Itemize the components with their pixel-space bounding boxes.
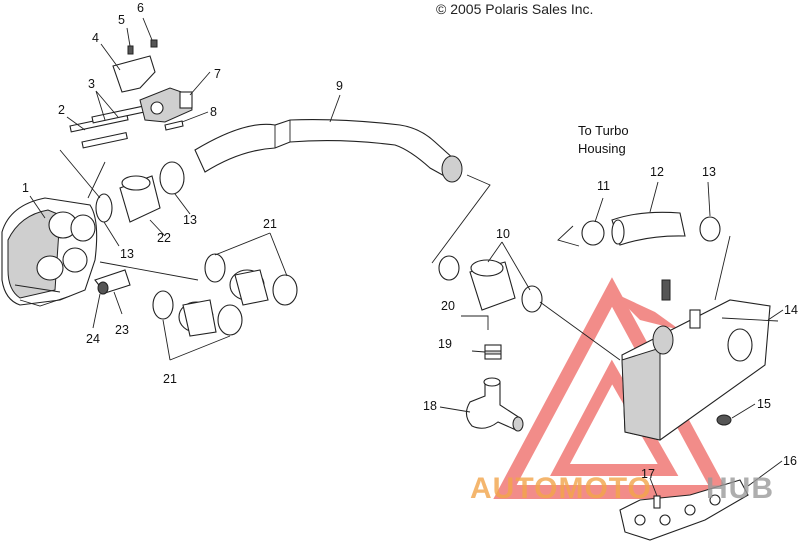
callout-14: 14 (784, 303, 798, 317)
callout-17: 17 (641, 467, 655, 481)
clamp (699, 216, 721, 242)
callout-11: 11 (597, 179, 610, 193)
hose-coupler (469, 259, 516, 311)
clamp (521, 285, 543, 313)
callout-4: 4 (92, 31, 99, 45)
grommet (716, 414, 732, 426)
turbo-note-line2: Housing (578, 141, 626, 156)
callout-2: 2 (58, 103, 65, 117)
rods (69, 104, 148, 149)
callout-9: 9 (336, 79, 343, 93)
callout-13-mid: 13 (183, 213, 197, 227)
callout-23: 23 (115, 323, 129, 337)
callout-21-lower: 21 (163, 372, 177, 386)
callout-7: 7 (214, 67, 221, 81)
mount-bracket (619, 479, 749, 541)
clamp (581, 220, 605, 246)
screw (150, 39, 158, 48)
hose-clamp (484, 344, 502, 360)
bolt (653, 495, 661, 509)
callout-24: 24 (86, 332, 100, 346)
coupler-group-upper (204, 253, 298, 306)
callout-12: 12 (650, 165, 664, 179)
callout-15: 15 (757, 397, 771, 411)
clamp (95, 193, 113, 223)
airbox (1, 197, 98, 307)
callout-16: 16 (783, 454, 797, 468)
sleeve (119, 175, 161, 223)
callout-1: 1 (22, 181, 29, 195)
bracket (112, 55, 156, 93)
turbo-note-line1: To Turbo (578, 123, 629, 138)
callout-8: 8 (210, 105, 217, 119)
clamp (159, 161, 185, 195)
intake-tube (194, 119, 463, 183)
sensor-bracket (94, 269, 131, 295)
callout-13-right: 13 (702, 165, 716, 179)
callout-13-left: 13 (120, 247, 134, 261)
callout-5: 5 (118, 13, 125, 27)
callout-3: 3 (88, 77, 95, 91)
coupler-group-lower (152, 290, 243, 337)
callout-labels: 1 2 3 4 5 6 7 8 9 10 11 12 13 13 13 14 1… (22, 1, 798, 481)
watermark-part2: HUB (706, 472, 774, 505)
screw (127, 45, 134, 55)
callout-22: 22 (157, 231, 171, 245)
watermark-text: AUTOMOTO HUB (470, 472, 774, 505)
intercooler (621, 279, 771, 441)
leader-lines (29, 17, 784, 497)
callout-10: 10 (496, 227, 510, 241)
watermark-part1: AUTOMOTO (470, 472, 652, 505)
copyright-notice: © 2005 Polaris Sales Inc. (436, 1, 594, 17)
screw (164, 120, 184, 131)
callout-18: 18 (423, 399, 437, 413)
valve (139, 87, 193, 123)
tee-fitting (465, 377, 524, 432)
clamp (438, 255, 460, 281)
turbo-hose (611, 211, 686, 246)
callout-21-upper: 21 (263, 217, 277, 231)
callout-6: 6 (137, 1, 144, 15)
callout-20: 20 (441, 299, 455, 313)
callout-19: 19 (438, 337, 452, 351)
